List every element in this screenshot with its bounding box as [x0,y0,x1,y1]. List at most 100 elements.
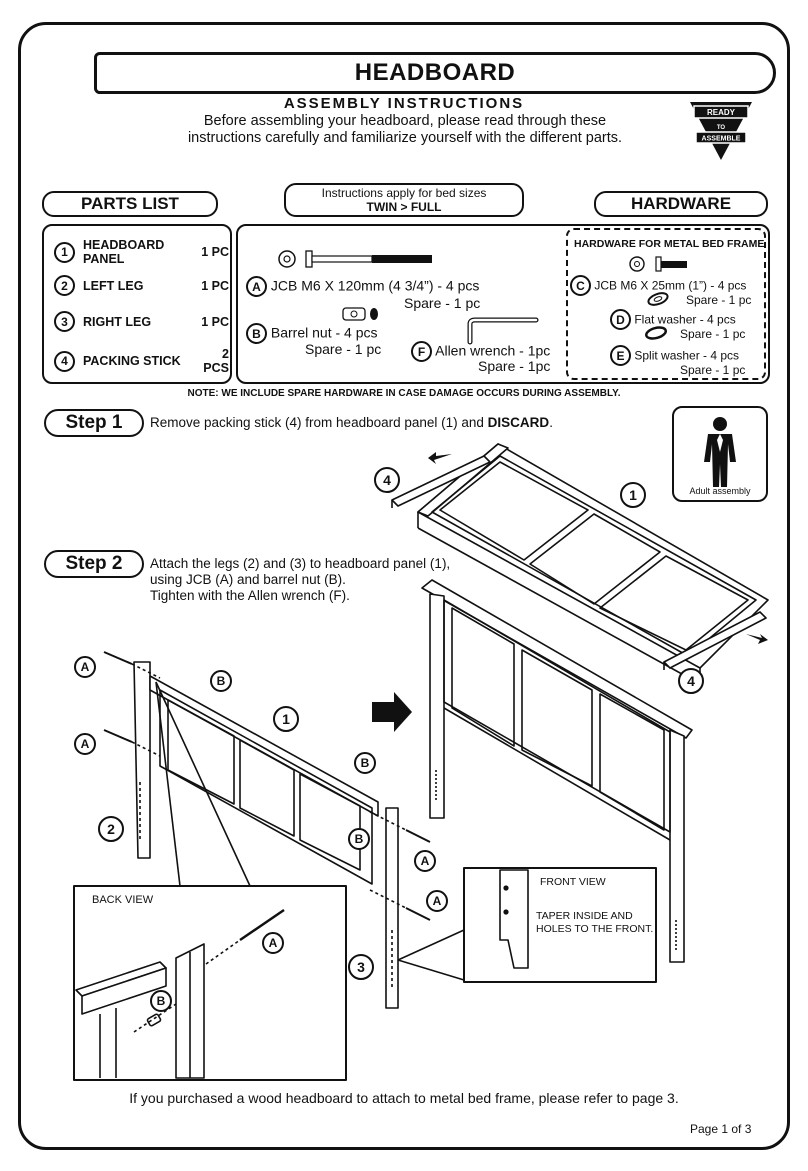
callout-1-step1: 1 [620,482,646,508]
hardware-heading: HARDWARE [594,191,768,217]
part-number: 2 [54,275,75,296]
hardware-a-row: A JCB M6 X 120mm (4 3/4”) - 4 pcs [246,276,479,297]
adult-assembly-label: Adult assembly [689,486,751,496]
step-1-text: Remove packing stick (4) from headboard … [150,415,553,431]
hardware-c-letter: C [570,275,591,296]
hardware-b-letter: B [246,323,267,344]
callout-4-top: 4 [374,467,400,493]
part-qty: 1 PC [201,314,229,329]
part-row-1: 1 HEADBOARD PANEL 1 PC [54,238,229,266]
hardware-b-desc: Barrel nut - 4 pcs [270,324,378,341]
flat-washer-d-icon [647,292,669,306]
back-view-box [73,885,347,1081]
metal-frame-box [566,228,766,380]
hardware-f-letter: F [411,341,432,362]
step1-headboard-panel [391,443,769,685]
badge-to: TO [717,125,726,131]
barrel-nut-b-icon [342,307,378,321]
callout-b-1: B [210,670,232,692]
step-1-text-pre: Remove packing stick (4) from headboard … [150,415,488,430]
part-row-2: 2 LEFT LEG 1 PC [54,275,229,296]
callout-4-bottom: 4 [678,668,704,694]
step-2-label: Step 2 [44,550,144,578]
callout-2: 2 [98,816,124,842]
part-qty: 2 PCS [203,347,229,375]
callout-a-back: A [262,932,284,954]
hardware-f-spare: Spare - 1pc [478,358,551,374]
callout-1-step2: 1 [273,706,299,732]
step-2-line-3: Tighten with the Allen wrench (F). [150,588,350,603]
hardware-a-spare: Spare - 1 pc [404,295,481,311]
callout-a-4: A [426,890,448,912]
step-1-text-post: . [549,415,553,430]
callout-b-back: B [150,990,172,1012]
hardware-e-desc: Split washer - 4 pcs [634,348,740,363]
right-arrow-icon [372,692,412,732]
hardware-d-row: D Flat washer - 4 pcs [610,309,736,330]
adult-icon [704,417,736,487]
bed-sizes-pill: Instructions apply for bed sizes TWIN > … [284,183,524,217]
hardware-d-spare: Spare - 1 pc [680,327,746,341]
hardware-b-spare: Spare - 1 pc [305,341,382,357]
intro-line-1: Before assembling your headboard, please… [203,113,607,129]
intro-line-2: instructions carefully and familiarize y… [187,130,623,146]
parts-list-box: 1 HEADBOARD PANEL 1 PC 2 LEFT LEG 1 PC 3… [42,224,232,384]
part-name: HEADBOARD PANEL [83,238,165,266]
hardware-a-letter: A [246,276,267,297]
bed-sizes-line-1: Instructions apply for bed sizes [321,186,487,200]
back-view-label: BACK VIEW [92,894,154,906]
hardware-e-letter: E [610,345,631,366]
hardware-c-desc: JCB M6 X 25mm (1”) - 4 pcs [594,278,747,293]
intro-text: Before assembling your headboard, please… [160,113,650,147]
hardware-b-row: B Barrel nut - 4 pcs [246,323,378,344]
hardware-c-row: C JCB M6 X 25mm (1”) - 4 pcs [570,275,746,296]
bolt-c-icon [629,256,687,272]
part-qty: 1 PC [201,278,229,293]
hardware-d-desc: Flat washer - 4 pcs [634,312,736,327]
page-title: HEADBOARD [354,59,516,86]
step-2-line-2: using JCB (A) and barrel nut (B). [150,572,346,587]
callout-a-1: A [74,656,96,678]
step2-exploded-view [103,651,431,1009]
spare-hardware-note: NOTE: WE INCLUDE SPARE HARDWARE IN CASE … [187,388,621,399]
step-1-label: Step 1 [44,409,144,437]
badge-assemble: ASSEMBLE [702,136,741,143]
page-number: Page 1 of 3 [690,1122,752,1136]
step2-assembled-headboard [421,579,693,963]
callout-a-3: A [414,850,436,872]
hardware-e-spare: Spare - 1 pc [680,363,746,377]
hardware-box [236,224,770,384]
step-1-text-bold: DISCARD [487,415,550,430]
part-name: PACKING STICK [83,354,181,368]
bed-sizes-line-2: TWIN > FULL [366,200,442,214]
allen-wrench-f-icon [467,317,539,345]
step-2-text: Attach the legs (2) and (3) to headboard… [150,556,450,604]
taper-note: TAPER INSIDE AND HOLES TO THE FRONT. [536,910,653,936]
hardware-f-desc: Allen wrench - 1pc [435,342,551,359]
taper-line-1: TAPER INSIDE AND [536,910,633,922]
page-frame [18,22,790,1150]
adult-assembly-box: Adult assembly [672,406,768,502]
part-row-4: 4 PACKING STICK 2 PCS [54,347,229,375]
part-name: RIGHT LEG [83,314,152,329]
part-name: LEFT LEG [83,278,144,293]
step-2-line-1: Attach the legs (2) and (3) to headboard… [150,556,451,571]
part-row-3: 3 RIGHT LEG 1 PC [54,311,229,332]
part-number: 4 [54,350,75,372]
callout-a-2: A [74,733,96,755]
taper-line-2: HOLES TO THE FRONT. [536,923,654,935]
split-washer-e-icon [645,326,667,340]
title-bar: HEADBOARD [94,52,776,94]
parts-list-heading: PARTS LIST [42,191,218,217]
subtitle: ASSEMBLY INSTRUCTIONS [283,95,525,112]
callout-b-2: B [354,752,376,774]
callout-3: 3 [348,954,374,980]
metal-frame-heading: HARDWARE FOR METAL BED FRAME [574,238,765,250]
hardware-e-row: E Split washer - 4 pcs [610,345,739,366]
bolt-a-icon [278,250,432,268]
part-number: 3 [54,311,75,332]
hardware-c-spare: Spare - 1 pc [686,293,752,307]
front-view-label: FRONT VIEW [540,876,606,888]
